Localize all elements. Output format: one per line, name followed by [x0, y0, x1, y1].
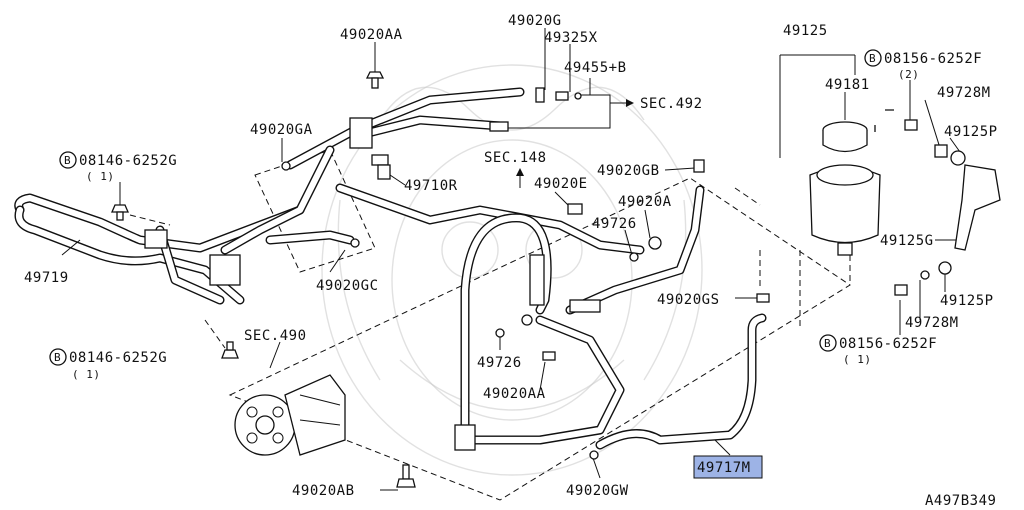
label-49020AA-bot[interactable]: 49020AA: [483, 386, 546, 402]
label-49728M-top[interactable]: 49728M: [937, 85, 991, 101]
label-49020A[interactable]: 49020A: [618, 194, 672, 210]
label-49717M[interactable]: 49717M: [697, 460, 751, 476]
diagram-reference-code: A497B349: [925, 493, 996, 509]
label-49719[interactable]: 49719: [24, 270, 69, 286]
label-sec490[interactable]: SEC.490: [244, 328, 307, 344]
bolt-b-symbol-2: B: [54, 351, 61, 364]
label-49726-bot[interactable]: 49726: [477, 355, 522, 371]
label-49728M-bot[interactable]: 49728M: [905, 315, 959, 331]
highlight-49717M: [693, 455, 763, 479]
label-49125[interactable]: 49125: [783, 23, 828, 39]
label-49325X[interactable]: 49325X: [544, 30, 598, 46]
label-49125G[interactable]: 49125G: [880, 233, 934, 249]
label-49125P-bot[interactable]: 49125P: [940, 293, 994, 309]
label-49020GC[interactable]: 49020GC: [316, 278, 379, 294]
label-49710R[interactable]: 49710R: [404, 178, 458, 194]
bolt-2-code[interactable]: 08146-6252G: [69, 350, 167, 366]
watermark-emblem: [321, 64, 703, 476]
bolt-3-code[interactable]: 08156-6252F: [884, 51, 982, 67]
bolt-b-symbol-1: B: [64, 154, 71, 167]
section-arrows: [516, 99, 634, 188]
parts: [111, 71, 1001, 488]
label-49020GW[interactable]: 49020GW: [566, 483, 629, 499]
dashed-outlines: [129, 149, 851, 501]
label-49020GA[interactable]: 49020GA: [250, 122, 313, 138]
bolt-b-symbol-3: B: [869, 52, 876, 65]
part-labels: 49020AA 49020G 49325X 49455+B SEC.492 49…: [24, 13, 998, 499]
label-49181[interactable]: 49181: [825, 77, 870, 93]
label-49020GS[interactable]: 49020GS: [657, 292, 720, 308]
bolt-2-qty: ( 1): [72, 368, 101, 381]
label-49020E[interactable]: 49020E: [534, 176, 588, 192]
label-49125P-top[interactable]: 49125P: [944, 124, 998, 140]
bolt-1-qty: ( 1): [86, 170, 115, 183]
bolt-4-code[interactable]: 08156-6252F: [839, 336, 937, 352]
bolt-3-qty: (2): [898, 68, 919, 81]
hoses: [14, 87, 767, 450]
bolt-4-qty: ( 1): [843, 353, 872, 366]
label-49020AA-top[interactable]: 49020AA: [340, 27, 403, 43]
bolt-callouts: B 08146-6252G ( 1) B 08146-6252G ( 1) B …: [49, 49, 982, 381]
label-sec148[interactable]: SEC.148: [484, 150, 547, 166]
label-49020AB[interactable]: 49020AB: [292, 483, 355, 499]
bolt-b-symbol-4: B: [824, 337, 831, 350]
label-49020GB[interactable]: 49020GB: [597, 163, 660, 179]
label-sec492[interactable]: SEC.492: [640, 96, 703, 112]
bolt-1-code[interactable]: 08146-6252G: [79, 153, 177, 169]
label-49020G[interactable]: 49020G: [508, 13, 562, 29]
leader-lines: [61, 28, 961, 491]
label-49455B[interactable]: 49455+B: [564, 60, 627, 76]
label-49726-top[interactable]: 49726: [592, 216, 637, 232]
